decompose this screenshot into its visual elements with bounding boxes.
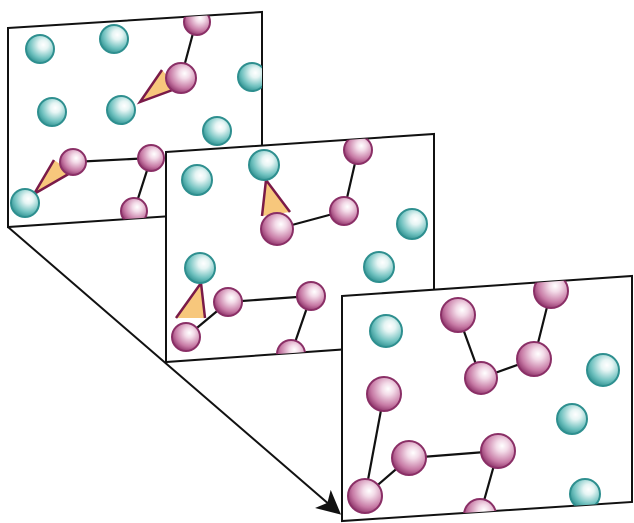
magenta-atom-icon [165, 62, 197, 94]
teal-atom-icon [181, 164, 213, 196]
teal-atom-icon [25, 34, 55, 64]
teal-atom-icon [237, 62, 262, 92]
teal-atom-icon [363, 251, 395, 283]
magenta-atom-icon [440, 297, 476, 333]
teal-atoms [181, 149, 428, 284]
teal-atom-icon [37, 97, 67, 127]
magenta-atom-icon [183, 12, 211, 36]
teal-atom-icon [586, 353, 620, 387]
teal-atom-icon [369, 314, 403, 348]
magenta-atom-icon [366, 376, 402, 412]
magenta-atom-icon [533, 276, 569, 309]
teal-atom-icon [202, 116, 232, 146]
progression-connector [7, 226, 342, 515]
panel-3 [341, 274, 633, 523]
teal-atom-icon [10, 188, 40, 218]
magenta-atom-icon [171, 322, 201, 352]
teal-atom-icon [556, 403, 588, 435]
teal-atom-icon [184, 252, 216, 284]
teal-atom-icon [106, 95, 136, 125]
teal-atoms [369, 314, 620, 510]
magenta-atom-icon [329, 196, 359, 226]
magenta-atom-icon [391, 440, 427, 476]
teal-atom-icon [248, 149, 280, 181]
magenta-atom-icon [213, 287, 243, 317]
magenta-atom-icon [260, 212, 294, 246]
progression-arrow-icon [7, 226, 342, 515]
magenta-atom-icon [516, 341, 552, 377]
teal-atom-icon [99, 24, 129, 54]
magenta-atom-icon [137, 144, 165, 172]
magenta-atom-icon [296, 281, 326, 311]
teal-atoms [10, 24, 262, 218]
magenta-atom-icon [59, 148, 87, 176]
magenta-atom-icon [463, 498, 497, 521]
teal-atom-icon [396, 208, 428, 240]
magenta-atom-icon [347, 478, 383, 514]
magenta-atom-icon [464, 361, 498, 395]
magenta-atom-icon [343, 135, 373, 165]
magenta-atom-icon [480, 433, 516, 469]
magenta-atoms [171, 135, 373, 362]
